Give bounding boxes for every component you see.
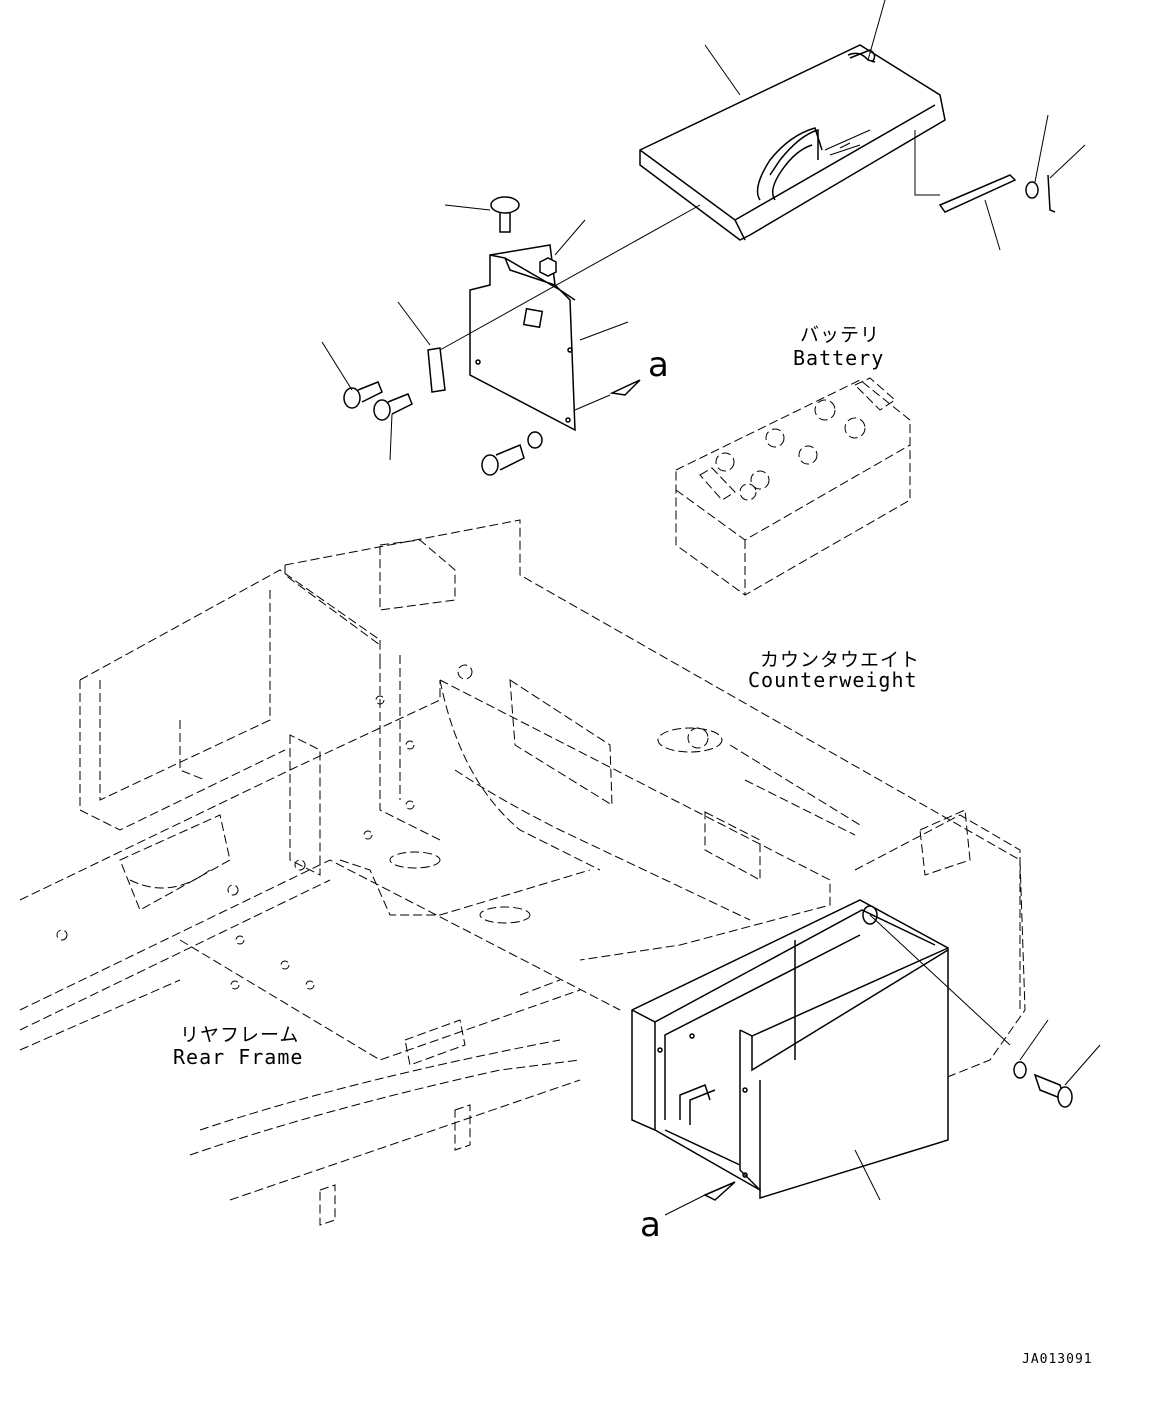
counterweight-label-en: Counterweight	[748, 668, 918, 692]
counterweight-label-jp: カウンタウエイト	[760, 649, 921, 671]
clip	[397, 301, 446, 393]
bolt-bottom-right	[1013, 1019, 1101, 1108]
battery-cover	[639, 44, 946, 241]
battery	[675, 377, 911, 596]
bolts-left	[321, 341, 413, 461]
cover-rod	[914, 130, 1017, 251]
bracket-plate	[439, 204, 701, 432]
drawing-code: JA013091	[1022, 1352, 1093, 1367]
bolt-middle	[481, 431, 543, 476]
counterweight	[284, 519, 1026, 1081]
nut	[539, 219, 586, 277]
rear-frame-label-jp: リヤフレーム	[180, 1024, 300, 1046]
battery-box	[631, 899, 1011, 1216]
bolt-top	[444, 196, 520, 233]
battery-label-en: Battery	[793, 346, 885, 370]
washer-right	[1025, 114, 1086, 213]
battery-label-jp: バッテリ	[800, 324, 881, 346]
view-arrow-label-top: a	[648, 345, 670, 385]
rear-frame	[19, 569, 621, 1226]
view-arrow-label-bottom: a	[640, 1205, 662, 1245]
rear-frame-label-en: Rear Frame	[173, 1045, 304, 1069]
